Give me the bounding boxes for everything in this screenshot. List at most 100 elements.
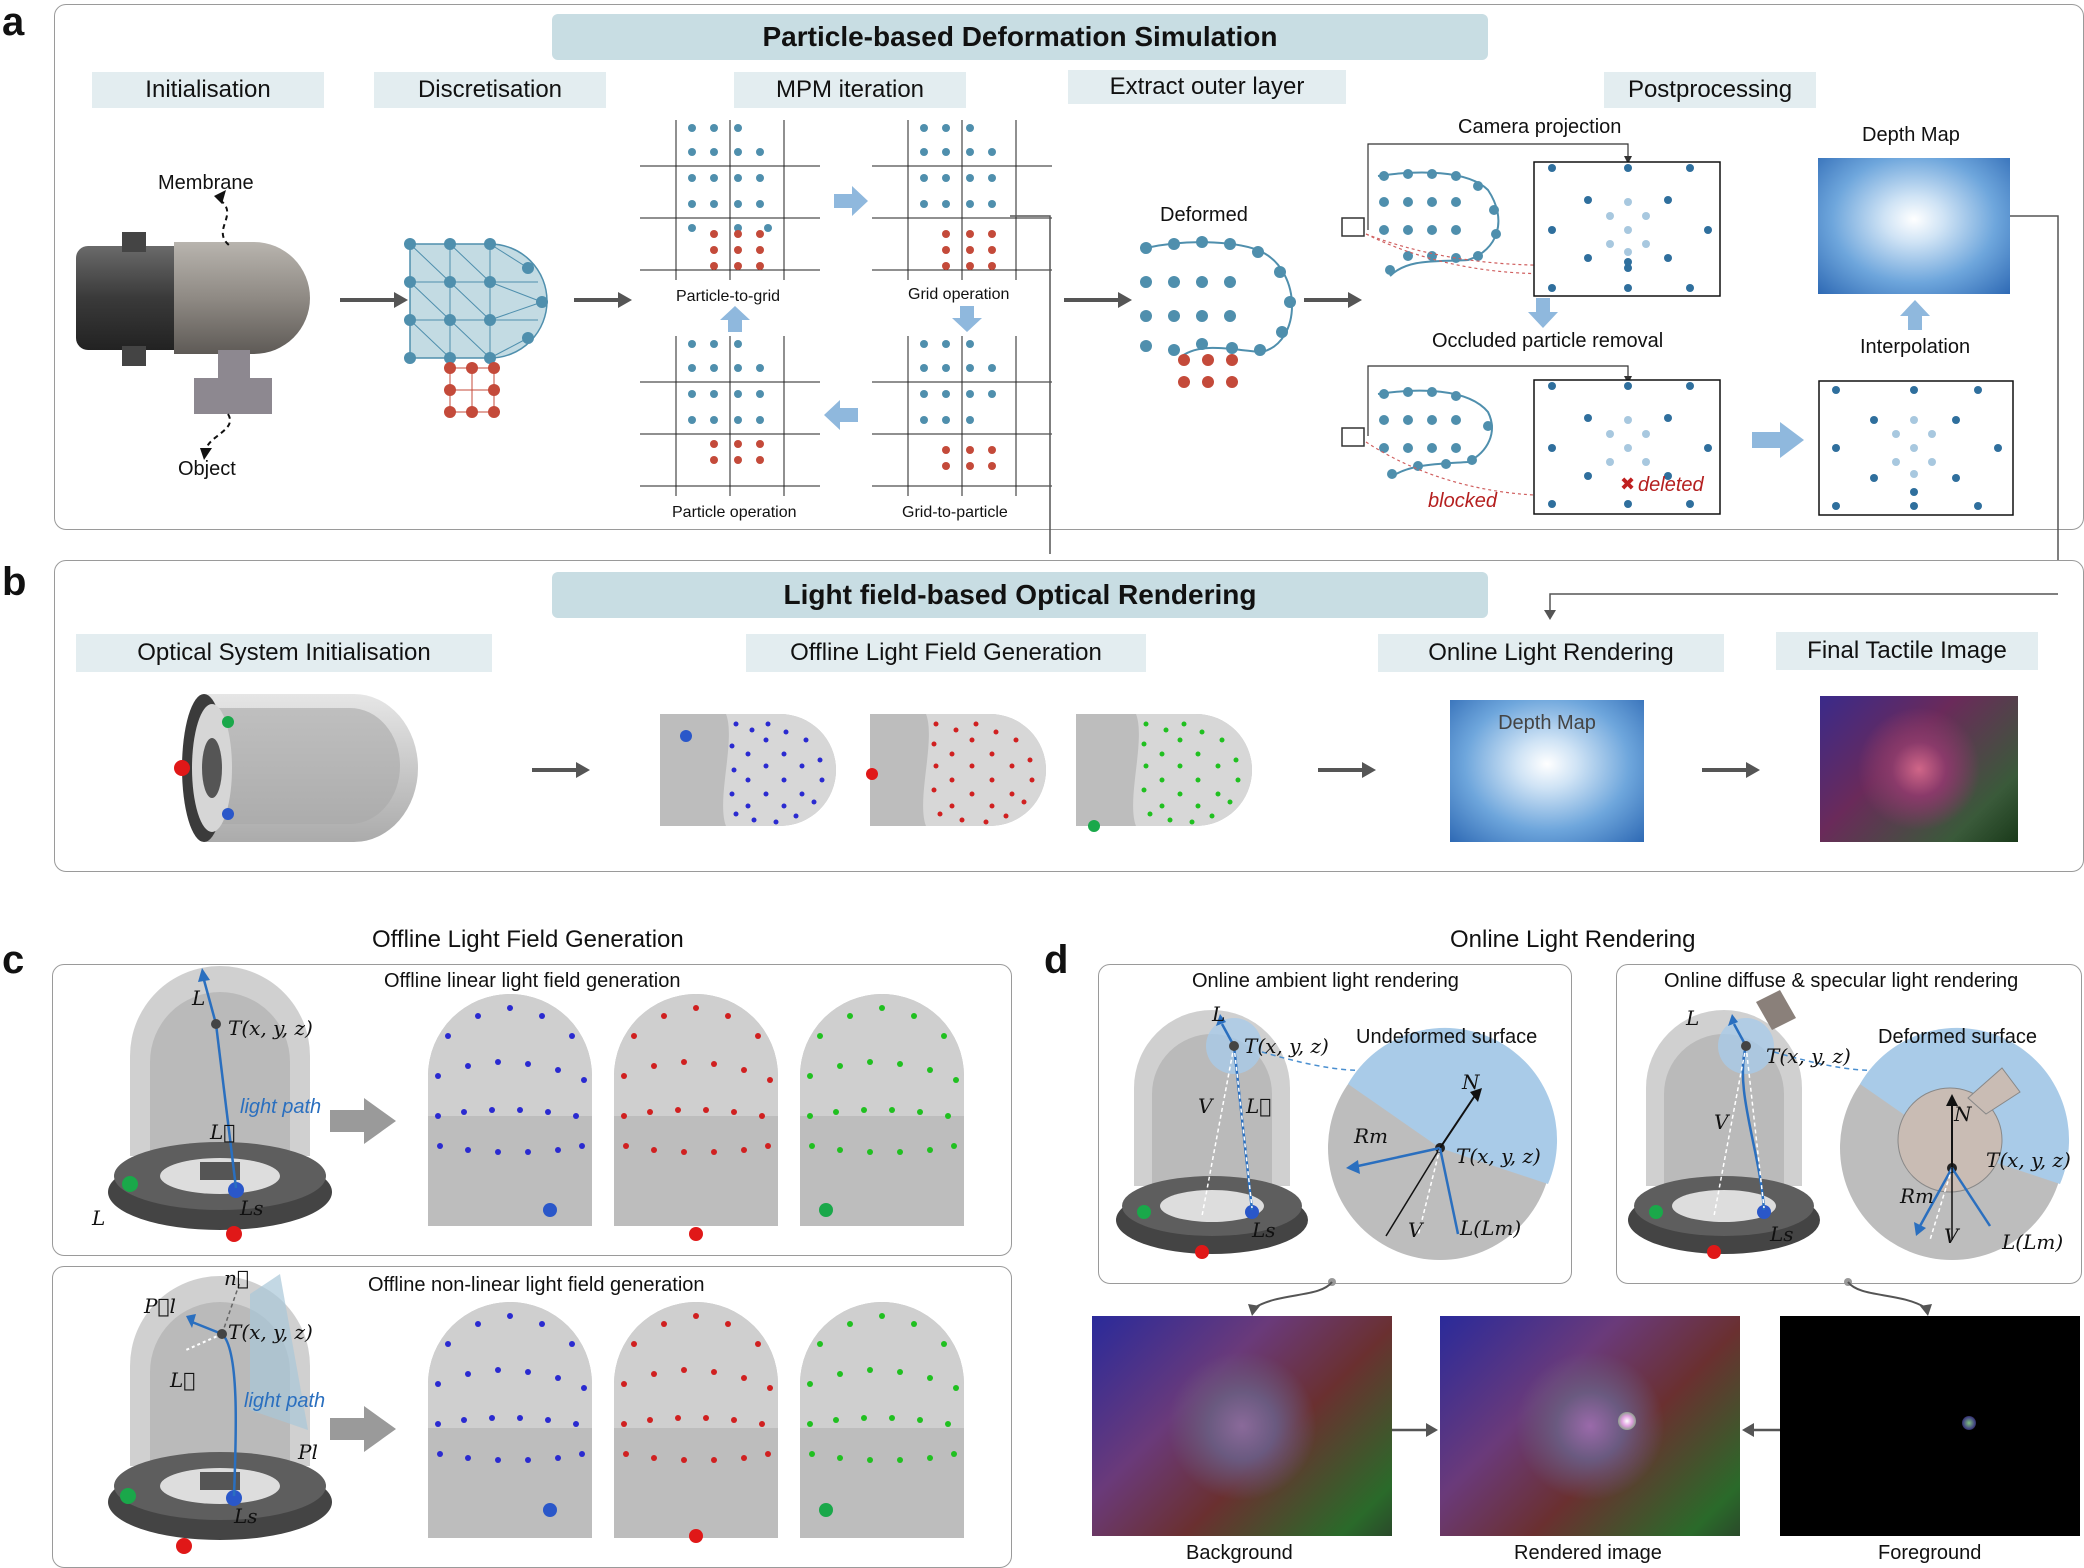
- arrow-post-right: [1752, 422, 1804, 458]
- rendered-image: [1440, 1316, 1740, 1536]
- nonlinear-sensor-illustration: [108, 1274, 332, 1554]
- foreground-image: [1780, 1316, 2080, 1536]
- math-n-vec: n⃗: [224, 1266, 249, 1290]
- label-ambient-title: Online ambient light rendering: [1192, 970, 1459, 992]
- caption-background: Background: [1186, 1542, 1293, 1564]
- label-grid-to-particle: Grid-to-particle: [902, 504, 1008, 521]
- panel-d-heading: Online Light Rendering: [1450, 926, 1696, 953]
- arrow-init-to-disc: [340, 292, 408, 308]
- math-Ls-linear: Ls: [240, 1196, 264, 1220]
- panel-b-title: Light field-based Optical Rendering: [552, 572, 1488, 618]
- step-optical-init: Optical System Initialisation: [76, 634, 492, 672]
- label-light-path-linear: light path: [240, 1096, 322, 1118]
- lf-capsule-red: [866, 714, 1046, 826]
- math-Ls-diffuse: Ls: [1770, 1222, 1794, 1246]
- linear-sensor-illustration: [108, 966, 332, 1242]
- math-T-diffuse-circle: T(x, y, z): [1986, 1148, 2071, 1172]
- arrow-b3: [1702, 762, 1760, 778]
- arrow-b1: [532, 762, 590, 778]
- step-extract-outer-layer: Extract outer layer: [1068, 70, 1346, 104]
- label-particle-operation: Particle operation: [672, 504, 797, 521]
- label-deformed-surface: Deformed surface: [1878, 1026, 2037, 1048]
- arrow-mpm-down: [952, 306, 982, 332]
- label-membrane: Membrane: [158, 172, 254, 194]
- math-T-linear: T(x, y, z): [228, 1016, 313, 1040]
- math-Ls-ambient: Ls: [1252, 1218, 1276, 1242]
- ambient-illustration: [1116, 1010, 1558, 1260]
- math-L-diffuse: L: [1686, 1006, 1700, 1030]
- arrow-post-up: [1900, 300, 1930, 330]
- step-online-rendering: Online Light Rendering: [1378, 634, 1724, 672]
- foreground-contact-spot: [1962, 1416, 1976, 1430]
- arrow-bg-to-rendered: [1392, 1423, 1438, 1437]
- lf-capsule-green: [1076, 714, 1252, 832]
- label-camera-projection: Camera projection: [1458, 116, 1622, 138]
- math-Lm-ambient: L(Lm): [1460, 1216, 1522, 1240]
- label-depth-map-b: Depth Map: [1498, 712, 1596, 734]
- label-diffuse-title: Online diffuse & specular light renderin…: [1664, 970, 2019, 992]
- deformed-particles: [1140, 236, 1296, 388]
- label-interpolation: Interpolation: [1860, 336, 1971, 358]
- label-linear-title: Offline linear light field generation: [384, 970, 681, 992]
- math-V-ambient-circle: V: [1408, 1218, 1423, 1242]
- math-Lvec-linear: L⃗: [210, 1120, 236, 1144]
- math-L-linear: L: [192, 986, 206, 1010]
- math-Lvec-nonlinear: L⃗: [170, 1368, 196, 1392]
- panel-letter-a: a: [2, 0, 25, 44]
- optical-system-illustration: [174, 694, 418, 842]
- lf-capsule-blue: [660, 714, 836, 826]
- label-deleted: deleted: [1638, 474, 1704, 496]
- panel-letter-d: d: [1044, 938, 1069, 982]
- label-object: Object: [178, 458, 236, 480]
- math-L-ambient: L: [1212, 1002, 1226, 1026]
- label-occluded-removal: Occluded particle removal: [1432, 330, 1664, 352]
- caption-rendered: Rendered image: [1514, 1542, 1662, 1564]
- label-nonlinear-title: Offline non-linear light field generatio…: [368, 1274, 705, 1296]
- camera-projection-illustration: [1341, 143, 1721, 297]
- rendered-contact-spot: [1618, 1412, 1636, 1430]
- connector-to-panel-b: [1010, 215, 1051, 554]
- label-blocked: blocked: [1428, 490, 1497, 512]
- label-grid-operation: Grid operation: [908, 286, 1010, 303]
- occluded-removal-illustration: ✖: [1341, 365, 1721, 515]
- arrow-c-linear: [330, 1098, 396, 1144]
- math-V-diffuse: V: [1714, 1110, 1729, 1134]
- step-postprocessing: Postprocessing: [1604, 72, 1816, 108]
- linear-lf-capsules: [428, 994, 964, 1241]
- nonlinear-lf-capsules: [428, 1302, 964, 1543]
- math-T-ambient-circle: T(x, y, z): [1456, 1144, 1541, 1168]
- mpm-grid-to-particle: [872, 336, 1052, 496]
- arrow-disc-to-mpm: [574, 292, 632, 308]
- math-N-diffuse: N: [1954, 1102, 1972, 1126]
- arrow-b2: [1318, 762, 1376, 778]
- math-Rm-ambient: Rm: [1354, 1124, 1389, 1148]
- math-Lm-diffuse: L(Lm): [2002, 1230, 2064, 1254]
- math-Pl-vec: P⃗l: [144, 1294, 176, 1318]
- label-undeformed: Undeformed surface: [1356, 1026, 1538, 1048]
- arrow-extract-to-post: [1304, 292, 1362, 308]
- panel-letter-b: b: [2, 560, 27, 604]
- arrow-mpm-left: [824, 400, 858, 430]
- step-final-image: Final Tactile Image: [1776, 632, 2038, 670]
- caption-foreground: Foreground: [1878, 1542, 1982, 1564]
- object-arrow: [200, 413, 231, 460]
- connector-diffuse-to-foreground: [1844, 1278, 1932, 1316]
- connector-right: [2010, 215, 2059, 594]
- connector-into-online: [1544, 593, 2058, 620]
- label-particle-to-grid: Particle-to-grid: [676, 288, 781, 305]
- arrow-post-down: [1528, 298, 1558, 328]
- arrow-c-nonlinear: [330, 1406, 396, 1452]
- diffuse-illustration: [1628, 990, 2070, 1260]
- math-V-diffuse-circle: V: [1944, 1224, 1959, 1248]
- math-N-ambient: N: [1462, 1070, 1480, 1094]
- arrow-mpm-up: [720, 306, 750, 332]
- step-offline-lf: Offline Light Field Generation: [746, 634, 1146, 672]
- discretisation-mesh: [404, 238, 548, 418]
- label-light-path-nonlinear: light path: [244, 1390, 326, 1412]
- sensor-membrane-illustration: [76, 190, 310, 414]
- panel-c-heading: Offline Light Field Generation: [372, 926, 684, 953]
- connector-ambient-to-background: [1248, 1278, 1336, 1316]
- depth-map-b: [1450, 700, 1644, 842]
- step-discretisation: Discretisation: [374, 72, 606, 108]
- math-Ls-nonlinear: Ls: [234, 1504, 258, 1528]
